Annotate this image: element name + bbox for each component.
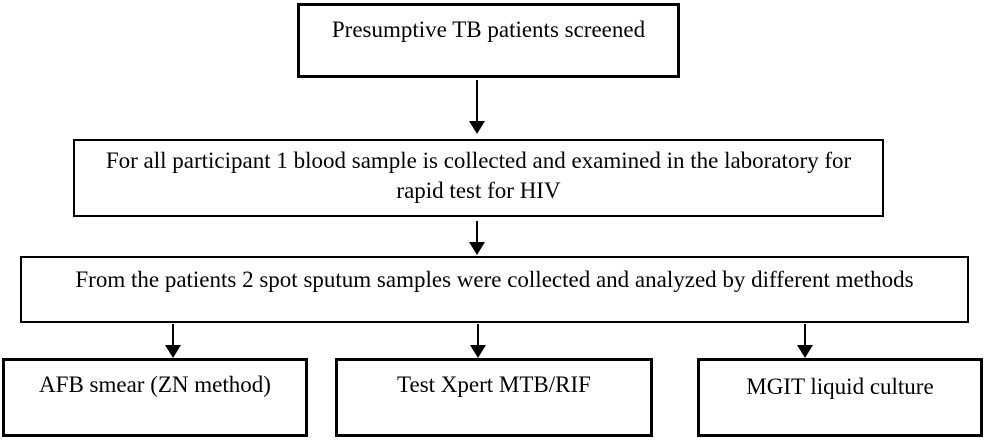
arrow-head [469,242,485,255]
arrow-head [797,345,813,358]
node-label: MGIT liquid culture [746,374,934,399]
arrow-shaft [476,221,478,242]
arrow-shaft [804,324,806,345]
arrow-down-icon [797,324,813,358]
node-sputum-samples-analyzed: From the patients 2 spot sputum samples … [20,256,969,323]
arrow-shaft [172,324,174,345]
arrow-down-icon [469,80,485,134]
node-label: Test Xpert MTB/RIF [397,372,591,397]
arrow-shaft [476,80,478,121]
arrow-head [165,345,181,358]
arrow-down-icon [469,221,485,255]
arrow-shaft [477,324,479,345]
node-label: For all participant 1 blood sample is co… [105,148,852,203]
node-presumptive-tb-screened: Presumptive TB patients screened [297,3,680,78]
arrow-down-icon [470,324,486,358]
node-label: AFB smear (ZN method) [39,372,271,397]
node-xpert-mtb-rif: Test Xpert MTB/RIF [335,358,653,437]
arrow-down-icon [165,324,181,358]
node-label: From the patients 2 spot sputum samples … [75,267,914,292]
node-mgit-liquid-culture: MGIT liquid culture [697,358,983,437]
node-label: Presumptive TB patients screened [331,17,646,42]
node-blood-sample-hiv-test: For all participant 1 blood sample is co… [73,139,884,217]
node-afb-smear: AFB smear (ZN method) [2,358,308,437]
arrow-head [470,345,486,358]
arrow-head [469,121,485,134]
